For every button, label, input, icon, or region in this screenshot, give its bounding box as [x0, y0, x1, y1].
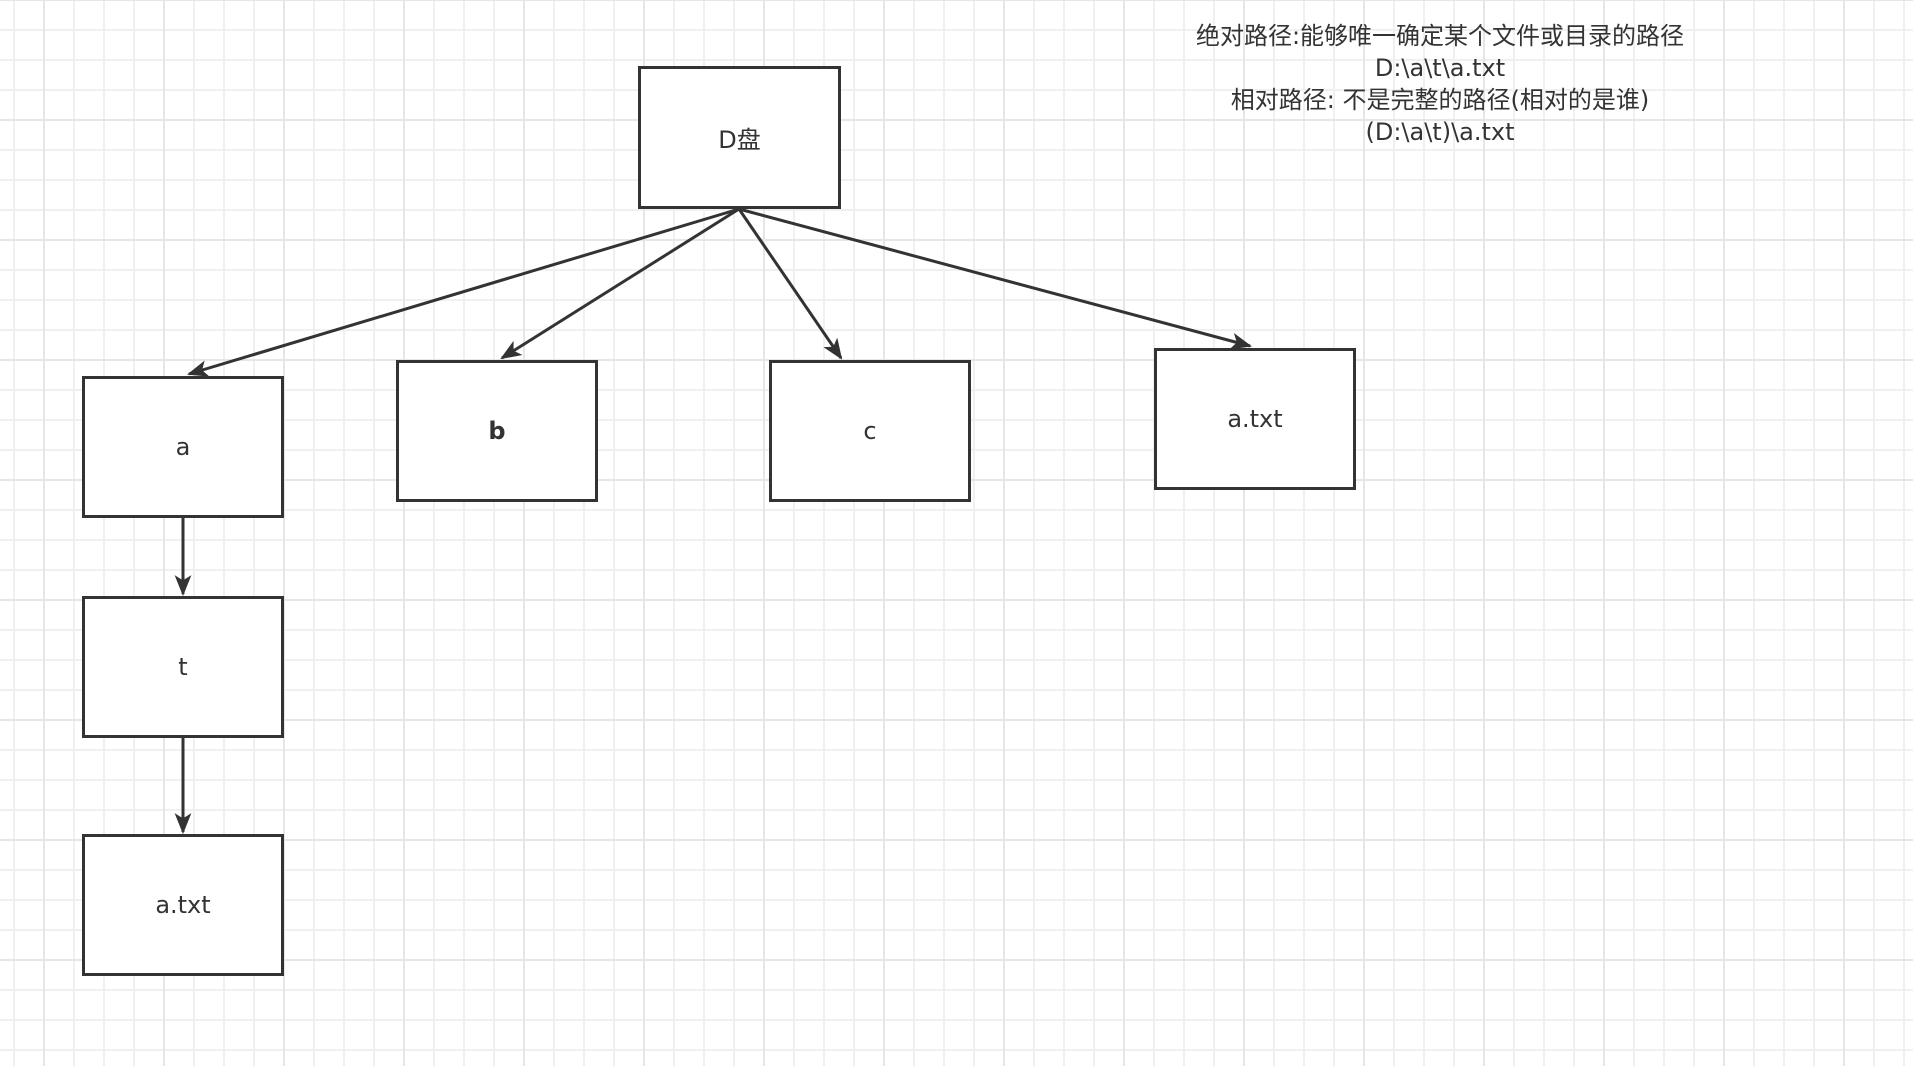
node-folder-b[interactable]: b [396, 360, 598, 502]
node-root-file-a-txt[interactable]: a.txt [1154, 348, 1356, 490]
node-label: c [863, 417, 877, 445]
node-label: a [175, 433, 191, 461]
node-label: b [488, 417, 506, 445]
edge-root-to-a[interactable] [186, 207, 740, 377]
relative-path-definition: 相对路径: 不是完整的路径(相对的是谁) [1230, 86, 1650, 114]
edge-root-to-c[interactable] [737, 208, 843, 360]
relative-path-example: (D:\a\t)\a.txt [1365, 118, 1515, 146]
node-d-drive[interactable]: D盘 [638, 66, 841, 209]
node-folder-a[interactable]: a [82, 376, 284, 518]
node-label: D盘 [718, 126, 761, 154]
absolute-path-definition: 绝对路径:能够唯一确定某个文件或目录的路径 [1195, 22, 1685, 50]
edge-root-to-b[interactable] [500, 207, 740, 360]
node-folder-t[interactable]: t [82, 596, 284, 738]
node-label: a.txt [155, 891, 211, 919]
path-explanation-note[interactable]: 绝对路径:能够唯一确定某个文件或目录的路径 D:\a\t\a.txt 相对路径:… [1150, 20, 1730, 148]
edge-root-to-root-file[interactable] [738, 207, 1253, 350]
node-label: t [178, 653, 188, 681]
node-nested-file-a-txt[interactable]: a.txt [82, 834, 284, 976]
absolute-path-example: D:\a\t\a.txt [1374, 54, 1506, 82]
node-label: a.txt [1227, 405, 1283, 433]
node-folder-c[interactable]: c [769, 360, 971, 502]
